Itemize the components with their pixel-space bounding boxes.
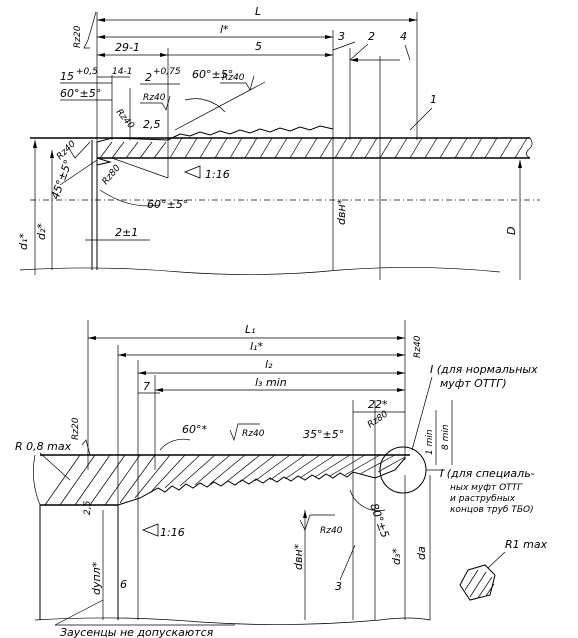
dim-25-bottom: 2,5 <box>83 500 93 515</box>
da: dа <box>415 546 428 560</box>
angle-45: 45°±5° <box>49 158 75 201</box>
d2: d₂* <box>35 223 48 240</box>
angle-60-bottom: 60°±5° <box>147 198 188 211</box>
rz40-bottom-a: Rz40 <box>413 335 423 358</box>
angle-60-left: 60°±5° <box>60 87 101 100</box>
dvn-top: dвн* <box>335 198 348 225</box>
dim-L: L <box>255 5 261 18</box>
rz80-bottom: Rz80 <box>366 409 390 430</box>
dim-2pm1: 2±1 <box>115 226 138 239</box>
dim-25-top: 2,5 <box>143 118 161 131</box>
taper-bottom: 1:16 <box>160 526 185 539</box>
dim-l-star: l* <box>220 23 229 36</box>
rz20-bottom: Rz20 <box>71 417 81 440</box>
d3: d₃* <box>390 548 403 565</box>
burr-note: Заусенцы не допускаются <box>60 626 214 638</box>
dim-l2: l₂ <box>265 358 273 371</box>
angle-60-top: 60°±5° <box>192 68 233 81</box>
dim-29: 29-1 <box>115 41 140 54</box>
dupl: dупл* <box>90 561 103 595</box>
dim-14: 14-1 <box>112 67 132 77</box>
d1: d₁* <box>17 233 30 250</box>
section-I-2b: ных муфт ОТТГ <box>450 483 523 493</box>
callout-1: 1 <box>430 93 437 106</box>
top-hatch <box>99 137 528 159</box>
rz40-c: Rz40 <box>114 108 136 132</box>
callout-3: 3 <box>338 30 345 43</box>
dvn-bottom: dвн* <box>292 543 305 570</box>
bottom-hatch <box>44 454 406 506</box>
rz80-top: Rz80 <box>101 163 123 187</box>
rz40-d: Rz40 <box>55 139 78 162</box>
callout-5: 5 <box>255 40 262 53</box>
r-max: R 0,8 max <box>15 440 72 453</box>
r1max: R1 max <box>505 538 548 551</box>
dim-2-tol: +0,75 <box>153 67 181 77</box>
section-I-1b: муфт ОТТГ) <box>440 377 507 390</box>
dim-6: 6 <box>120 578 127 591</box>
rz40-a: Rz40 <box>143 93 166 103</box>
rz40-bottom-b: Rz40 <box>242 429 265 439</box>
callout-3-bottom: 3 <box>335 580 342 593</box>
callout-2: 2 <box>368 30 375 43</box>
rz20-top: Rz20 <box>73 25 83 48</box>
top-view: L l* 29-1 5 3 2 4 Rz20 14-1 15 +0,5 <box>17 5 540 280</box>
dim-15: 15 <box>60 70 74 83</box>
angle-35: 35°±5° <box>303 428 344 441</box>
dim-2: 2 <box>145 71 152 84</box>
section-I-2c: и раструбных <box>450 494 516 504</box>
rz40-bottom-c: Rz40 <box>320 526 343 536</box>
section-I-2d: концов труб ТБО) <box>450 505 534 515</box>
section-I-1: I (для нормальных <box>430 363 538 376</box>
bottom-view: L₁ l₁* l₂ l₃ min 7 22* Rz20 Rz40 Rz80 35… <box>15 320 548 638</box>
D-dim: D <box>505 227 518 235</box>
dim-22: 22* <box>368 398 388 411</box>
dim-15-tol: +0,5 <box>76 67 98 77</box>
dim-l1: l₁* <box>250 340 263 353</box>
taper-top: 1:16 <box>205 168 230 181</box>
dim-1min: 1 min <box>425 429 435 455</box>
angle-80: 80°±5 <box>367 502 391 540</box>
dim-7: 7 <box>143 380 150 393</box>
r1-hatch <box>464 569 495 599</box>
callout-4: 4 <box>400 30 407 43</box>
rz40-b: Rz40 <box>222 73 245 83</box>
angle-60-bottom: 60°* <box>182 423 207 436</box>
dim-8min: 8 min <box>441 424 451 450</box>
dim-l3: l₃ min <box>255 376 287 389</box>
section-I-2: I (для специаль- <box>440 467 535 480</box>
dim-L1: L₁ <box>245 323 256 336</box>
